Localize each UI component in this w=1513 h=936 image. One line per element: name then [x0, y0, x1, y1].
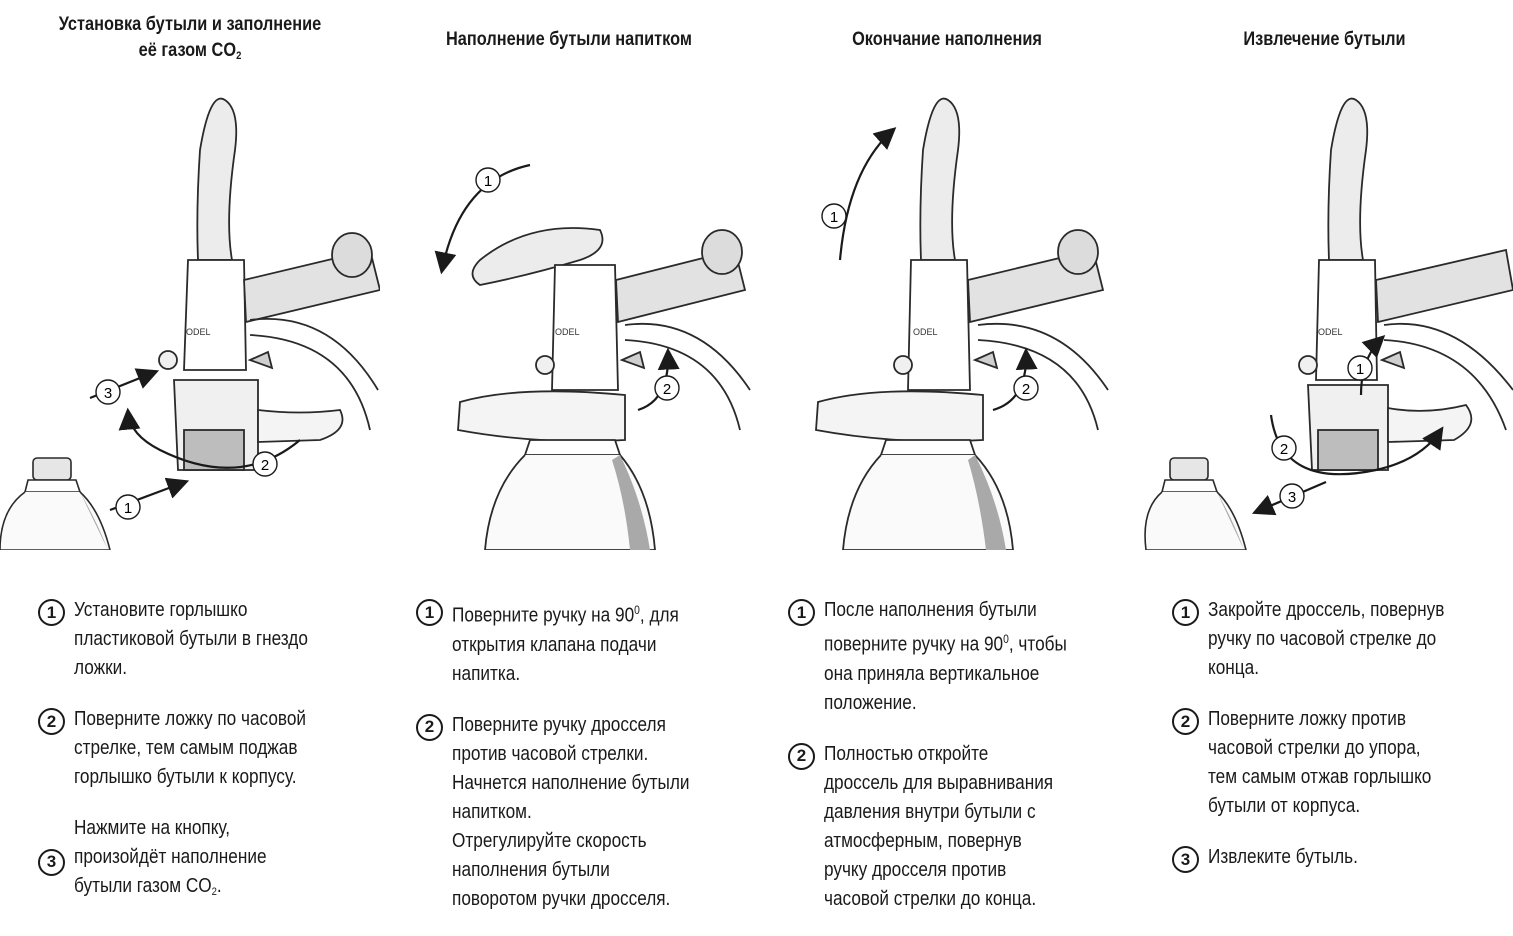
- step-number: 1: [1172, 599, 1199, 626]
- step-number: 1: [416, 599, 443, 626]
- illustration-finish: ODEL 1 2: [758, 90, 1136, 550]
- steps-list: 1 Закройте дроссель, повернув ручку по ч…: [1172, 596, 1513, 895]
- step-text: Извлеките бутыль.: [1208, 843, 1487, 872]
- callout-2: 2: [1272, 436, 1296, 460]
- callout-2: 2: [1014, 376, 1038, 400]
- step-text: Поверните ручку дросселя против часовой …: [452, 711, 731, 914]
- panel-title: Извлечение бутыли: [1171, 27, 1478, 53]
- step-text: Установите горлышко пластиковой бутыли в…: [74, 596, 353, 683]
- step-3: 3 Извлеките бутыль.: [1172, 843, 1513, 873]
- step-number: 3: [38, 849, 65, 876]
- panel-title: Окончание наполнения: [793, 27, 1101, 53]
- callout-1: 1: [476, 168, 500, 192]
- step-text: Поверните ложку по часовой стрелке, тем …: [74, 705, 353, 792]
- brand-mark: ODEL: [186, 327, 211, 337]
- panel-title: Наполнение бутыли напитком: [415, 27, 723, 53]
- illustration-remove: ODEL 1 2 3: [1136, 90, 1513, 550]
- step-number: 1: [788, 599, 815, 626]
- step-3: 3 Нажмите на кнопку, произойдёт наполнен…: [38, 814, 398, 907]
- svg-text:3: 3: [104, 385, 112, 402]
- panel-title: Установка бутыли и заполнение её газом C…: [52, 12, 327, 69]
- bottle: [0, 458, 110, 550]
- svg-text:1: 1: [484, 173, 492, 190]
- step-text: Поверните ручку на 900, для открытия кла…: [452, 596, 731, 689]
- callout-1: 1: [1348, 356, 1372, 380]
- svg-text:2: 2: [1022, 381, 1030, 398]
- panel-drink-fill: Наполнение бутыли напитком ODEL: [380, 0, 758, 913]
- step-2: 2 Поверните ложку против часовой стрелки…: [1172, 705, 1513, 821]
- svg-text:1: 1: [830, 209, 838, 226]
- step-text: После наполнения бутыли поверните ручку …: [824, 596, 1103, 718]
- svg-text:3: 3: [1288, 489, 1296, 506]
- panel-bottle-remove: Извлечение бутыли ODEL: [1136, 0, 1513, 913]
- dispenser-tap: [1299, 99, 1513, 470]
- step-text: Полностью откройте дроссель для выравнив…: [824, 740, 1103, 914]
- svg-text:2: 2: [261, 457, 269, 474]
- step-text: Нажмите на кнопку, произойдёт наполнение…: [74, 814, 353, 907]
- callout-2: 2: [655, 376, 679, 400]
- callout-2: 2: [253, 452, 277, 476]
- svg-text:1: 1: [124, 500, 132, 517]
- step-2: 2 Поверните ручку дросселя против часово…: [416, 711, 776, 914]
- svg-text:2: 2: [663, 381, 671, 398]
- step-number: 2: [1172, 708, 1199, 735]
- callout-3: 3: [1280, 484, 1304, 508]
- steps-list: 1 Поверните ручку на 900, для открытия к…: [416, 596, 776, 936]
- step-1: 1 Закройте дроссель, повернув ручку по ч…: [1172, 596, 1513, 683]
- svg-text:2: 2: [1280, 441, 1288, 458]
- callout-1: 1: [822, 204, 846, 228]
- dispenser-tap: [816, 99, 1108, 550]
- step-number: 3: [1172, 846, 1199, 873]
- step-number: 2: [416, 714, 443, 741]
- illustration-install: ODEL 1 2 3: [0, 90, 380, 550]
- callout-3: 3: [96, 380, 120, 404]
- steps-list: 1 Установите горлышко пластиковой бутыли…: [38, 596, 398, 929]
- dispenser-tap: [159, 99, 380, 470]
- step-1: 1 Поверните ручку на 900, для открытия к…: [416, 596, 776, 689]
- step-text: Поверните ложку против часовой стрелки д…: [1208, 705, 1487, 821]
- panel-bottle-install: Установка бутыли и заполнение её газом C…: [0, 0, 380, 913]
- illustration-fill: ODEL 1 2: [380, 90, 758, 550]
- brand-mark: ODEL: [555, 327, 580, 337]
- brand-mark: ODEL: [913, 327, 938, 337]
- dispenser-tap: [458, 228, 750, 550]
- step-number: 2: [38, 708, 65, 735]
- callout-1: 1: [116, 495, 140, 519]
- step-1: 1 После наполнения бутыли поверните ручк…: [788, 596, 1148, 718]
- steps-list: 1 После наполнения бутыли поверните ручк…: [788, 596, 1148, 936]
- brand-mark: ODEL: [1318, 327, 1343, 337]
- step-number: 2: [788, 743, 815, 770]
- bottle: [1145, 458, 1246, 550]
- step-2: 2 Поверните ложку по часовой стрелке, те…: [38, 705, 398, 792]
- step-number: 1: [38, 599, 65, 626]
- step-text: Закройте дроссель, повернув ручку по час…: [1208, 596, 1487, 683]
- svg-text:1: 1: [1356, 361, 1364, 378]
- panel-fill-finish: Окончание наполнения ODEL: [758, 0, 1136, 913]
- step-1: 1 Установите горлышко пластиковой бутыли…: [38, 596, 398, 683]
- step-2: 2 Полностью откройте дроссель для выравн…: [788, 740, 1148, 914]
